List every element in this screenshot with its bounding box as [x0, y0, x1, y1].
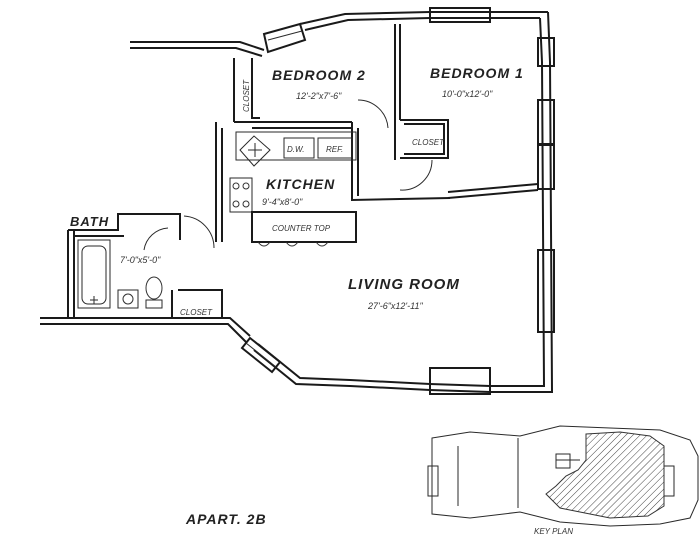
kitchen-dims: 9'-4"x8'-0"	[262, 197, 303, 207]
living-room-name: LIVING ROOM	[348, 276, 460, 293]
living-room-dims: 27'-6"x12'-11"	[367, 301, 423, 311]
closet-label-bath: CLOSET	[180, 308, 213, 317]
bath-name: BATH	[70, 214, 109, 229]
outer-walls	[40, 7, 555, 395]
kitchen-name: KITCHEN	[266, 176, 335, 192]
refrigerator-label: REF.	[326, 145, 343, 154]
kitchen-fixtures	[215, 122, 357, 247]
bedroom2-dims: 12'-2"x7'-6"	[296, 91, 342, 101]
apartment-title: APART. 2B	[185, 511, 267, 527]
bedroom1-name: BEDROOM 1	[430, 65, 524, 81]
key-plan-label: KEY PLAN	[534, 527, 573, 536]
closet-label-bedroom1: CLOSET	[412, 138, 445, 147]
bedroom1-dims: 10'-0"x12'-0"	[442, 89, 493, 99]
bath-dims: 7'-0"x5'-0"	[120, 255, 161, 265]
interior-walls	[143, 24, 539, 251]
bedroom2-name: BEDROOM 2	[272, 67, 366, 83]
key-plan: KEY PLAN	[427, 425, 699, 536]
dishwasher-label: D.W.	[287, 145, 304, 154]
closet-label-bedroom2: CLOSET	[242, 79, 251, 112]
counter-top-label: COUNTER TOP	[272, 224, 331, 233]
bath-fixtures	[67, 213, 223, 318]
